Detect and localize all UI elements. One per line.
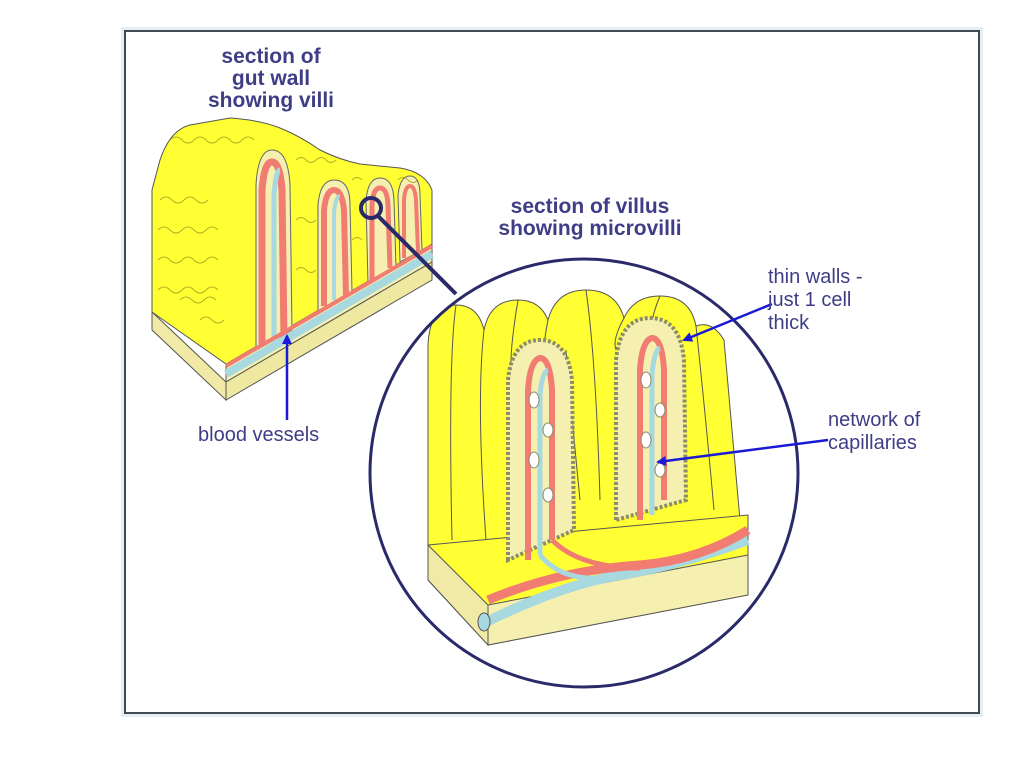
thin-walls-label: thin walls - just 1 cell thick [768,266,863,334]
villus-zoom-circle [368,257,800,689]
blood-vessels-label: blood vessels [198,424,320,446]
capillaries-label: network of capillaries [828,409,921,454]
gut-wall-texture [157,136,419,324]
villus-fold-left [427,289,741,561]
capillary-network [637,334,667,520]
zoom-connector-line [376,214,458,296]
gut-wall-title: section of gut wall showing villi [207,45,334,112]
gut-wall-block [151,117,435,402]
thin-walls-arrow [682,302,773,342]
zoom-marker-circle [359,196,383,220]
base-artery [486,526,751,605]
villus-zoom-content [427,289,751,647]
capillaries-arrow [656,438,829,466]
villus-title: section of villus showing microvilli [498,195,682,240]
